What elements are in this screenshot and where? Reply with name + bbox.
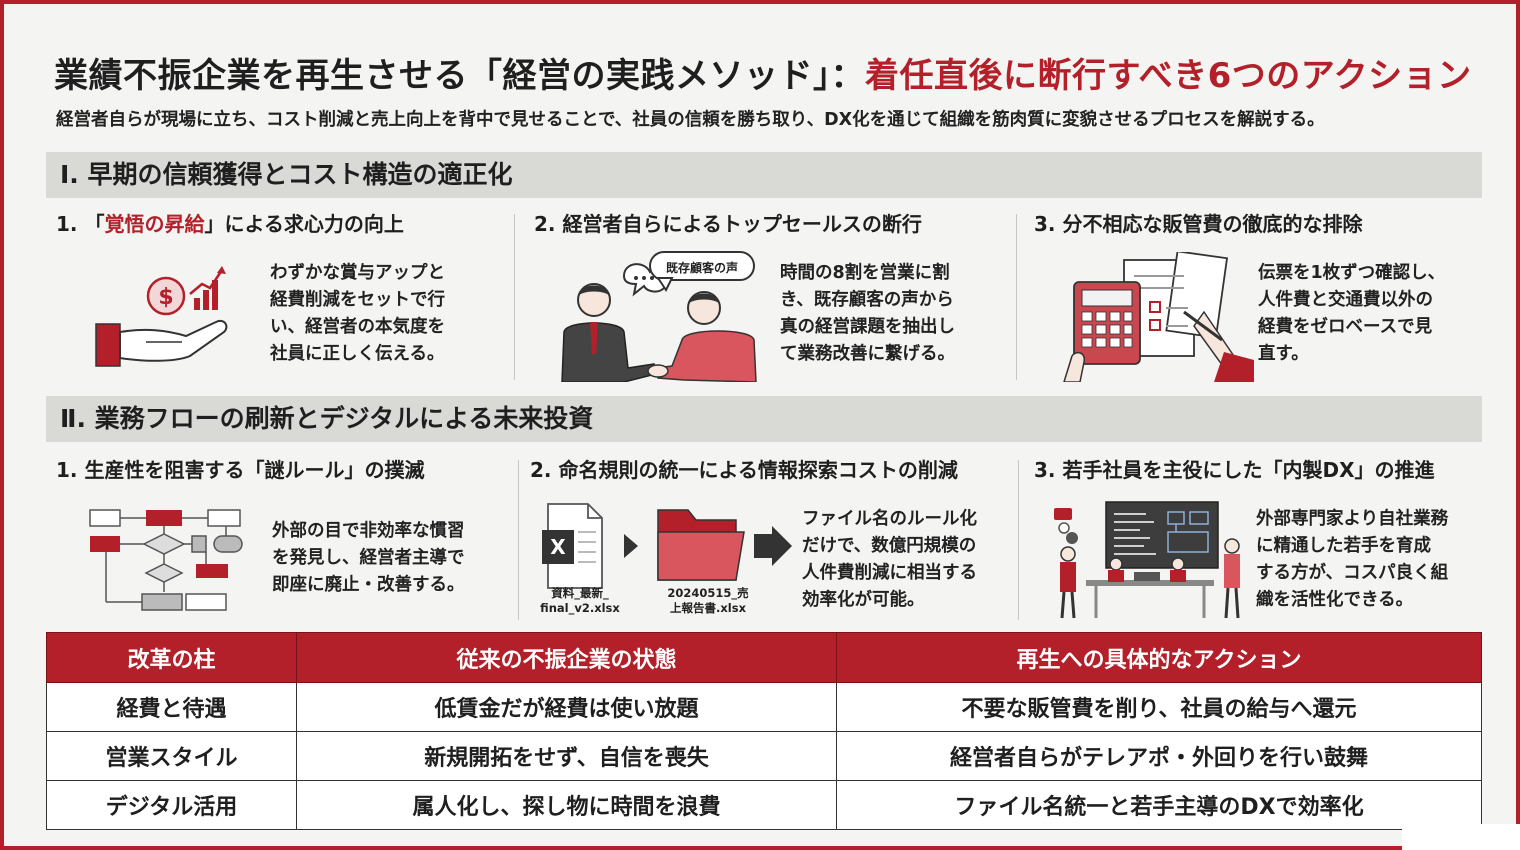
file-before-label: 資料_最新_ final_v2.xlsx <box>540 586 620 615</box>
page-subtitle: 経営者自らが現場に立ち、コスト削減と売上向上を背中で見せることで、社員の信頼を勝… <box>56 110 1325 130</box>
table-cell: 新規開拓をせず、自信を喪失 <box>296 731 837 781</box>
svg-text:$: $ <box>158 285 173 310</box>
svg-text:X: X <box>550 535 566 559</box>
table-cell: 低賃金だが経費は使い放題 <box>296 682 837 732</box>
page-title-main: 業績不振企業を再生させる「経営の実践メソッド」： <box>54 56 865 96</box>
card-body: 外部の目で非効率な慣習 を発見し、経営者主導で 即座に廃止・改善する。 <box>272 521 465 595</box>
file-after-label: 20240515_売 上報告書.xlsx <box>667 586 749 615</box>
card-body: 伝票を1枚ずつ確認し、 人件費と交通費以外の 経費をゼロベースで見 直す。 <box>1258 263 1446 364</box>
hand-coin-growth-icon: $ <box>95 266 228 367</box>
column-divider <box>514 214 515 380</box>
column-header: 改革の柱 <box>46 632 297 683</box>
card-sga-cut: 3. 分不相応な販管費の徹底的な排除 伝票を1枚ずつ確認し、 人件費 <box>1024 208 1482 384</box>
table-cell: 経費と待遇 <box>46 682 297 732</box>
table-cell: デジタル活用 <box>46 780 297 830</box>
table-cell: 不要な販管費を削り、社員の給与へ還元 <box>836 682 1482 732</box>
summary-table: 改革の柱 従来の不振企業の状態 再生への具体的なアクション 経費と待遇 低賃金だ… <box>46 632 1482 830</box>
table-cell: 経営者自らがテレアポ・外回りを行い鼓舞 <box>836 731 1482 781</box>
table-cell: ファイル名統一と若手主導のDXで効率化 <box>836 780 1482 830</box>
card-heading: 1. 「覚悟の昇給」による求心力の向上 <box>56 212 404 236</box>
page-title-accent: 着任直後に断行すべき6つのアクション <box>865 56 1472 96</box>
team-dashboard-icon <box>1054 501 1240 619</box>
page-title: 業績不振企業を再生させる「経営の実践メソッド」：着任直後に断行すべき6つのアクシ… <box>54 48 1494 97</box>
column-header: 従来の不振企業の状態 <box>296 632 837 683</box>
column-divider <box>518 460 519 620</box>
card-heading: 2. 経営者自らによるトップセールスの断行 <box>534 212 922 236</box>
card-body: 外部専門家より自社業務 に精通した若手を育成 する方が、コスパ良く組 織を活性化… <box>1256 509 1449 610</box>
column-header: 再生への具体的なアクション <box>836 632 1482 683</box>
card-body: ファイル名のルール化 だけで、数億円規模の 人件費削減に相当する 効率化が可能。 <box>802 509 977 610</box>
file-to-folder-icon: X <box>542 503 792 589</box>
corner-patch <box>1402 824 1520 850</box>
table-cell: 営業スタイル <box>46 731 297 781</box>
column-divider <box>1018 460 1019 620</box>
card-inhouse-dx: 3. 若手社員を主役にした「内製DX」の推進 <box>1024 454 1482 630</box>
section-2-title: Ⅱ. 業務フローの刷新とデジタルによる未来投資 <box>46 396 1482 442</box>
table-row: 営業スタイル 新規開拓をせず、自信を喪失 経営者自らがテレアポ・外回りを行い鼓舞 <box>46 731 1482 781</box>
calculator-receipts-icon <box>1063 252 1254 382</box>
card-body: 時間の8割を営業に割 き、既存顧客の声から 真の経営課題を抽出し て業務改善に繋… <box>780 263 955 364</box>
card-body: わずかな賞与アップと 経費削減をセットで行 い、経営者の本気度を 社員に正しく伝… <box>270 263 445 364</box>
table-row: デジタル活用 属人化し、探し物に時間を浪費 ファイル名統一と若手主導のDXで効率… <box>46 780 1482 830</box>
card-top-sales: 2. 経営者自らによるトップセールスの断行 既存顧客の声 時間の8割を営業に割 … <box>524 208 1014 384</box>
column-divider <box>1016 214 1017 380</box>
handshake-icon: 既存顧客の声 <box>561 251 757 382</box>
card-heading: 3. 若手社員を主役にした「内製DX」の推進 <box>1034 458 1435 482</box>
card-kakugo-raise: 1. 「覚悟の昇給」による求心力の向上 $ わずかな賞与アップと 経費削減をセッ… <box>46 208 508 384</box>
card-heading: 1. 生産性を阻害する「謎ルール」の撲滅 <box>56 458 425 482</box>
card-nazo-rule: 1. 生産性を阻害する「謎ルール」の撲滅 外部の目で非効率な慣習 <box>46 454 516 630</box>
card-heading: 2. 命名規則の統一による情報探索コストの削減 <box>530 458 958 482</box>
svg-text:既存顧客の声: 既存顧客の声 <box>666 260 738 275</box>
flowchart-icon <box>89 509 243 611</box>
table-cell: 属人化し、探し物に時間を浪費 <box>296 780 837 830</box>
card-naming-rule: 2. 命名規則の統一による情報探索コストの削減 X 資料_最新_ final_v… <box>520 454 1016 630</box>
card-heading: 3. 分不相応な販管費の徹底的な排除 <box>1034 212 1363 236</box>
table-row: 経費と待遇 低賃金だが経費は使い放題 不要な販管費を削り、社員の給与へ還元 <box>46 682 1482 732</box>
table-header-row: 改革の柱 従来の不振企業の状態 再生への具体的なアクション <box>46 632 1482 683</box>
section-1-title: Ⅰ. 早期の信頼獲得とコスト構造の適正化 <box>46 152 1482 198</box>
